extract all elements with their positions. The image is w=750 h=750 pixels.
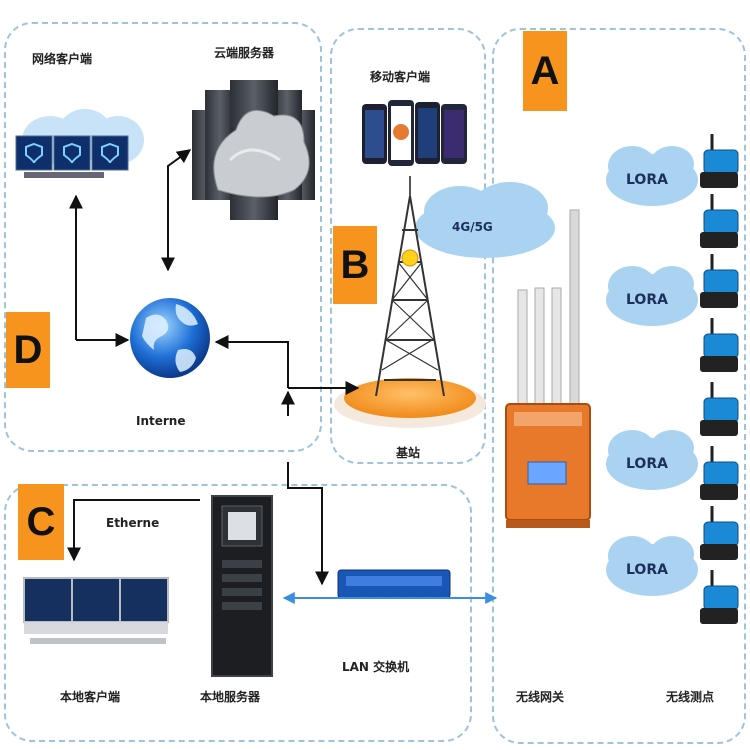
cloud-server-label: 云端服务器 bbox=[214, 46, 275, 60]
internet-label: Interne bbox=[136, 414, 186, 428]
sensor-node-icon bbox=[700, 254, 739, 308]
local-client-monitors-icon bbox=[23, 577, 169, 644]
wireless-sensor-nodes bbox=[700, 134, 739, 624]
sensor-node-icon bbox=[700, 134, 739, 188]
cloud-server-icon bbox=[192, 80, 315, 220]
wireless-node-label: 无线测点 bbox=[666, 690, 715, 704]
sensor-node-icon bbox=[700, 194, 739, 248]
network-4g5g-cloud-icon bbox=[415, 182, 555, 258]
lora-label: LORA bbox=[626, 562, 668, 578]
web-client-monitors-icon bbox=[15, 109, 144, 178]
wireless-gateway-icon bbox=[505, 209, 591, 528]
connection-lines bbox=[67, 150, 360, 586]
zone-d bbox=[4, 22, 322, 452]
base-station-label: 基站 bbox=[396, 446, 421, 460]
lora-label: LORA bbox=[626, 292, 668, 308]
ethernet-label: Etherne bbox=[106, 516, 160, 530]
lora-clouds bbox=[606, 146, 698, 596]
internet-globe-icon bbox=[130, 298, 210, 378]
sensor-node-icon bbox=[700, 382, 739, 436]
local-server-rack-icon bbox=[211, 495, 273, 677]
sensor-node-icon bbox=[700, 506, 739, 560]
sensor-node-icon bbox=[700, 446, 739, 500]
zone-a-tag: A bbox=[523, 31, 567, 111]
sensor-node-icon bbox=[700, 570, 739, 624]
zone-c-tag: C bbox=[18, 484, 64, 560]
lora-label: LORA bbox=[626, 172, 668, 188]
wireless-gateway-label: 无线网关 bbox=[516, 690, 565, 704]
lora-label: LORA bbox=[626, 456, 668, 472]
web-client-label: 网络客户端 bbox=[32, 52, 93, 66]
mobile-client-label: 移动客户端 bbox=[370, 70, 431, 84]
zone-c bbox=[4, 484, 472, 742]
network-4g5g-label: 4G/5G bbox=[452, 220, 493, 234]
lan-switch-icon bbox=[337, 569, 451, 599]
sensor-node-icon bbox=[700, 318, 739, 372]
lan-switch-label: LAN 交换机 bbox=[342, 660, 410, 674]
zone-a bbox=[492, 28, 746, 744]
base-station-tower-icon bbox=[334, 176, 486, 428]
zone-d-tag: D bbox=[6, 312, 50, 388]
local-server-label: 本地服务器 bbox=[200, 690, 261, 704]
zone-b-tag: B bbox=[333, 226, 377, 304]
mobile-phones-icon bbox=[362, 100, 467, 166]
local-client-label: 本地客户端 bbox=[60, 690, 121, 704]
